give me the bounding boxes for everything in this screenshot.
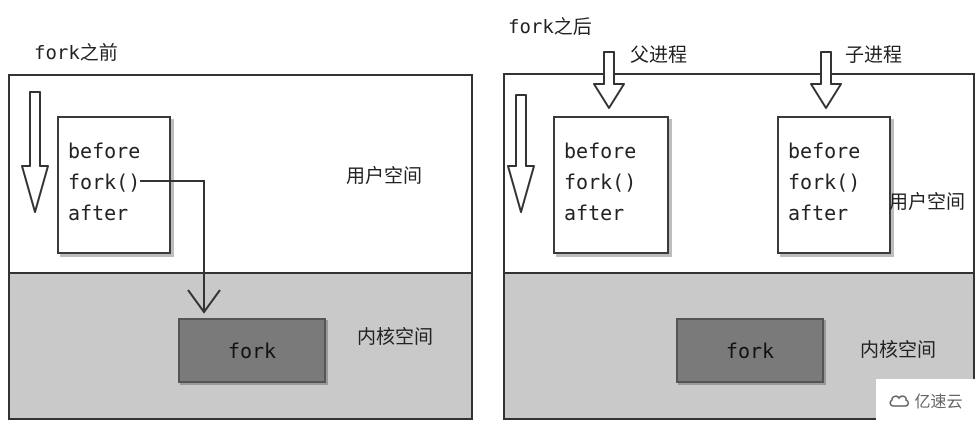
child-code-box: before fork() after [777,116,891,254]
parent-execution-arrow [507,94,535,213]
left-code-box: before fork() after [57,116,171,254]
code-line-after: after [68,201,129,225]
code-line-before: before [68,139,141,163]
left-title: fork之前 [34,42,118,64]
parent-code-line-fork: fork() [564,170,637,194]
right-user-space-label: 用户空间 [889,191,966,213]
child-code-line-after: after [788,201,849,225]
cloud-icon [889,395,910,407]
parent-entry-arrow [593,51,625,109]
left-kernel-fork-box: fork [178,318,326,383]
child-code-line-fork: fork() [788,170,861,194]
left-user-space-label: 用户空间 [346,165,423,187]
right-title: fork之后 [508,16,592,38]
fork-call-arrow [140,180,205,310]
watermark-logo: 亿速云 [876,379,975,421]
left-kernel-space-label: 内核空间 [357,326,434,348]
fork-call-arrowhead [187,289,221,314]
parent-code-line-after: after [564,201,625,225]
right-kernel-fork-box: fork [676,318,824,383]
child-entry-arrow [810,51,842,109]
child-code-line-before: before [788,139,861,163]
parent-process-label: 父进程 [630,44,688,66]
left-kernel-fork-label: fork [227,338,277,363]
watermark-text: 亿速云 [914,392,963,411]
left-execution-arrow [21,91,49,213]
code-line-fork: fork() [68,170,141,194]
parent-code-line-before: before [564,139,637,163]
right-kernel-space-label: 内核空间 [860,339,937,361]
child-process-label: 子进程 [845,44,903,66]
parent-code-box: before fork() after [553,116,669,254]
right-kernel-fork-label: fork [725,338,775,363]
